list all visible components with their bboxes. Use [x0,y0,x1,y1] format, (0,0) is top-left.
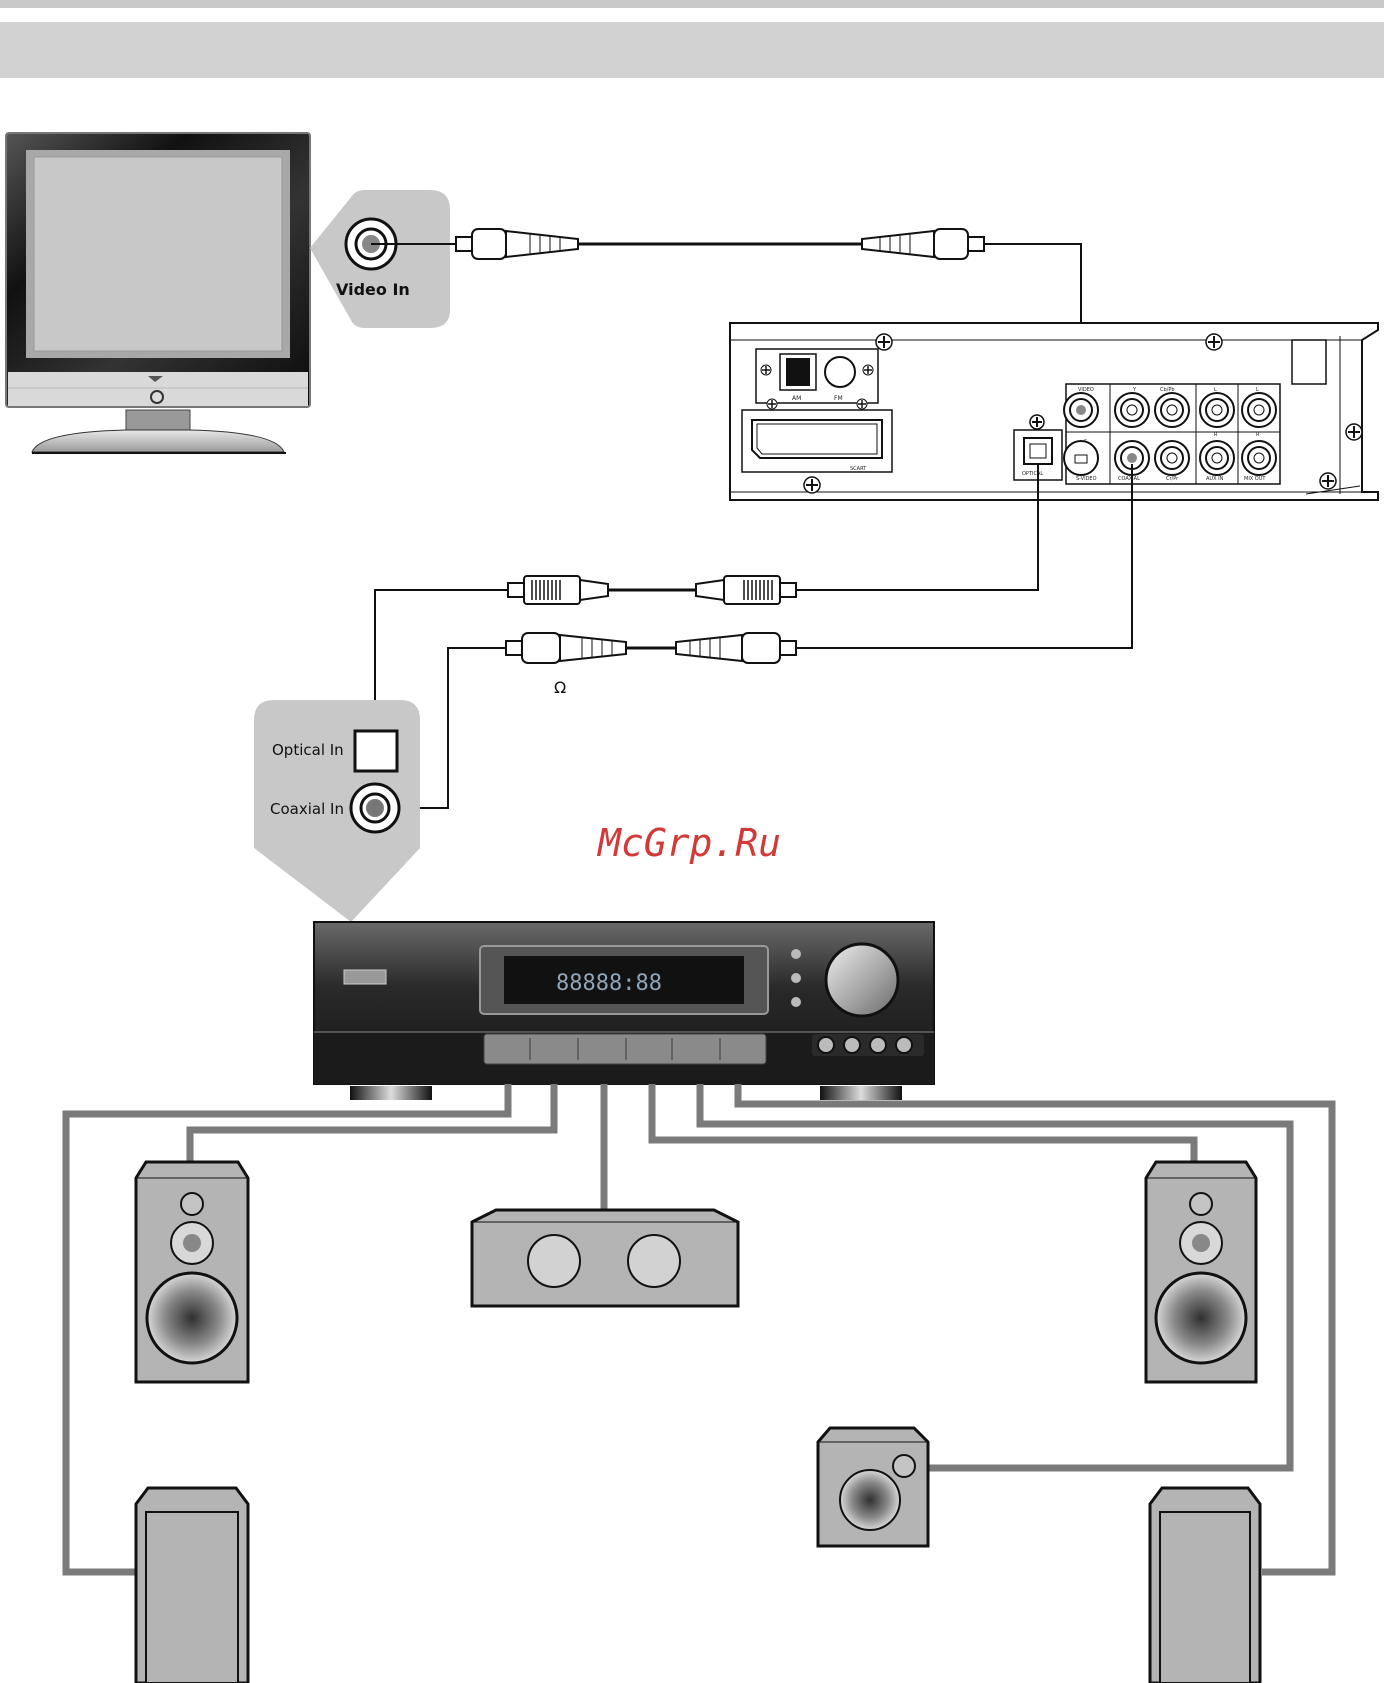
woofer [147,1273,237,1363]
subwoofer-port [893,1455,915,1477]
svg-text:MIX OUT: MIX OUT [1244,476,1266,482]
center-speaker [472,1210,738,1306]
rear-left-speaker [136,1488,248,1683]
receiver-foot [820,1086,902,1100]
optical-plug-left [508,576,608,604]
speaker-grille [1160,1512,1250,1683]
scart-connector [752,420,882,458]
tweeter [181,1193,203,1215]
subwoofer-driver [840,1470,900,1530]
speaker-grille [146,1512,238,1683]
aux-l-jack-icon [1200,393,1234,427]
svg-text:AUX IN: AUX IN [1206,476,1224,482]
screw-icon [1320,473,1336,489]
cr-out-jack-icon [1155,441,1189,475]
coaxial-in-jack-icon [351,784,399,832]
optical-cable [375,464,1038,734]
rear-right-speaker [1150,1488,1260,1683]
source-button-bar [484,1034,766,1064]
av-receiver: 88888:88 [314,922,934,1100]
dvd-player-rear: AM FM SCART OPTICAL VIDEO Y Cb/Pb L L R … [730,323,1378,500]
svg-text:COAXIAL: COAXIAL [1118,476,1140,482]
tv-video-in-callout: Video In [310,190,450,328]
screw-icon [863,365,873,375]
mic-jack-icon [844,1037,860,1053]
aux-r-jack-icon [1200,441,1234,475]
svg-text:Cr/Pr: Cr/Pr [1166,476,1179,482]
coaxial-cable: Ω [375,464,1132,808]
indicator-light [791,973,801,983]
video-out-jack-icon [1064,393,1098,427]
mix-l-jack-icon [1242,393,1276,427]
power-button [344,970,386,984]
front-left-speaker [136,1162,248,1382]
woofer [1156,1273,1246,1363]
mic-jack-icon [870,1037,886,1053]
tv-stand-neck [126,410,190,432]
mix-r-jack-icon [1242,441,1276,475]
optical-in-jack-icon [355,731,397,771]
fm-jack-icon [825,357,855,387]
subwoofer-icon [818,1428,928,1546]
coaxial-in-label: Coaxial In [270,800,344,818]
wire-rear-left [66,1084,508,1572]
volume-knob [826,944,898,1016]
screw-icon [1346,424,1362,440]
svg-text:AM: AM [792,395,801,402]
tv-screen [34,157,282,351]
coax-plug-left [506,633,626,663]
screw-icon [876,334,892,350]
indicator-light [791,997,801,1007]
watermark: McGrp.Ru [596,821,781,865]
cb-out-jack-icon [1155,393,1189,427]
svg-text:S-VIDEO: S-VIDEO [1076,476,1097,482]
indicator-light [791,949,801,959]
tv-stand-base [32,430,284,452]
svideo-jack-icon [1064,441,1098,475]
aux-jack-icon [896,1037,912,1053]
tv-power-button [151,391,163,403]
svg-text:FM: FM [834,395,843,402]
screw-icon [767,399,777,409]
header-strip [0,0,1384,8]
screw-icon [1030,415,1044,429]
center-driver [628,1235,680,1287]
receiver-display: 88888:88 [556,971,662,996]
front-right-speaker [1146,1162,1256,1382]
tweeter [1190,1193,1212,1215]
screw-icon [804,477,820,493]
optical-plug-right [696,576,796,604]
svg-text:R: R [1256,432,1260,438]
y-out-jack-icon [1115,393,1149,427]
tv [6,133,310,453]
video-in-label: Video In [336,280,410,299]
speaker-wires [66,1084,1332,1572]
coax-plug-right [676,633,796,663]
headphone-jack-icon [818,1037,834,1053]
coax-symbol: Ω [554,678,566,697]
receiver-input-callout: Optical In Coaxial In [254,700,420,922]
rca-plug-right [862,229,984,259]
rca-plug-left [456,229,578,259]
svg-text:OPTICAL: OPTICAL [1022,471,1043,477]
screw-icon [1206,334,1222,350]
screw-icon [857,399,867,409]
svg-text:R: R [1214,432,1218,438]
screw-icon [761,365,771,375]
header-band [0,22,1384,78]
receiver-foot [350,1086,432,1100]
center-driver [528,1235,580,1287]
antenna-panel [756,349,878,403]
optical-in-label: Optical In [272,741,344,759]
svg-text:SCART: SCART [850,466,867,472]
